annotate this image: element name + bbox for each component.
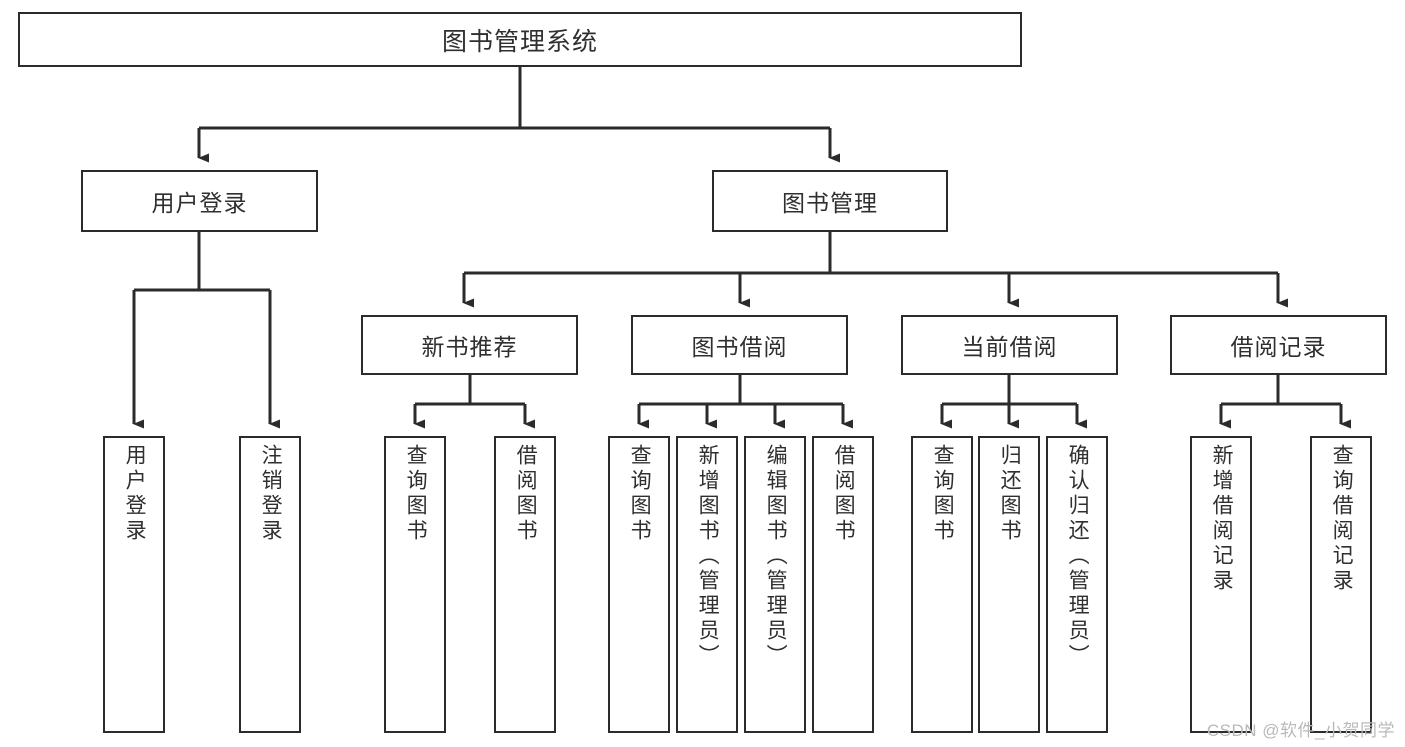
leaf-label: 查询借阅记录: [1330, 444, 1354, 594]
leaf-borrow-edit-book[interactable]: 编辑图书（管理员）: [744, 436, 806, 733]
leaf-label: 编辑图书（管理员）: [764, 444, 788, 669]
watermark: CSDN @软件_小贺同学: [1206, 721, 1395, 740]
leaf-current-return-book[interactable]: 归还图书: [978, 436, 1040, 733]
node-borrow-record-label: 借阅记录: [1230, 334, 1327, 360]
leaf-record-query[interactable]: 查询借阅记录: [1310, 436, 1372, 733]
node-book-borrow[interactable]: 图书借阅: [631, 315, 848, 375]
leaf-current-confirm-return[interactable]: 确认归还（管理员）: [1046, 436, 1108, 733]
node-current-borrow-label: 当前借阅: [961, 334, 1058, 360]
leaf-user-login-signin[interactable]: 用户登录: [103, 436, 165, 733]
leaf-label: 查询图书: [628, 444, 652, 544]
node-book-management-label: 图书管理: [782, 190, 878, 216]
leaf-label: 查询图书: [404, 444, 428, 544]
leaf-label: 新增图书（管理员）: [696, 444, 720, 669]
leaf-label: 归还图书: [998, 444, 1022, 544]
leaf-label: 注销登录: [259, 444, 283, 544]
leaf-label: 确认归还（管理员）: [1066, 444, 1090, 669]
leaf-label: 借阅图书: [832, 444, 856, 544]
node-root-label: 图书管理系统: [441, 27, 598, 56]
leaf-label: 查询图书: [931, 444, 955, 544]
node-user-login-label: 用户登录: [151, 190, 248, 216]
node-current-borrow[interactable]: 当前借阅: [901, 315, 1118, 375]
leaf-borrow-query-book[interactable]: 查询图书: [608, 436, 670, 733]
leaf-borrow-add-book[interactable]: 新增图书（管理员）: [676, 436, 738, 733]
leaf-record-add[interactable]: 新增借阅记录: [1190, 436, 1252, 733]
node-root[interactable]: 图书管理系统: [18, 12, 1022, 67]
leaf-label: 用户登录: [123, 444, 147, 544]
leaf-label: 借阅图书: [514, 444, 538, 544]
leaf-borrow-borrow-book[interactable]: 借阅图书: [812, 436, 874, 733]
node-new-book-recommend-label: 新书推荐: [421, 334, 518, 360]
leaf-user-login-signout[interactable]: 注销登录: [239, 436, 301, 733]
node-book-management[interactable]: 图书管理: [712, 170, 948, 232]
node-borrow-record[interactable]: 借阅记录: [1170, 315, 1387, 375]
leaf-new-book-query[interactable]: 查询图书: [384, 436, 446, 733]
node-user-login[interactable]: 用户登录: [81, 170, 318, 232]
leaf-new-book-borrow[interactable]: 借阅图书: [494, 436, 556, 733]
node-new-book-recommend[interactable]: 新书推荐: [361, 315, 578, 375]
leaf-label: 新增借阅记录: [1210, 444, 1234, 594]
leaf-current-query-book[interactable]: 查询图书: [911, 436, 973, 733]
node-book-borrow-label: 图书借阅: [691, 334, 788, 360]
